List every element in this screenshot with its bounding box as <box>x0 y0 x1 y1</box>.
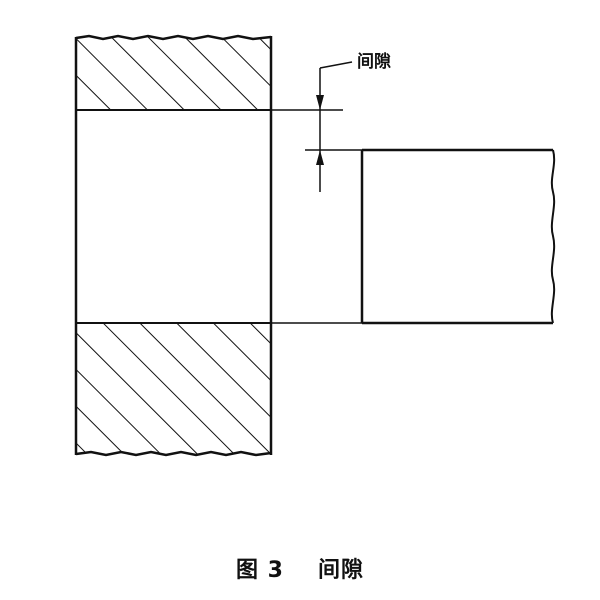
dimension-arrow-up <box>316 150 324 165</box>
inserted-part <box>360 148 556 325</box>
dimension-arrow-down <box>316 95 324 110</box>
figure-title: 间隙 <box>317 558 364 583</box>
top-hatched-section <box>75 34 272 110</box>
extension-lines <box>271 109 362 324</box>
figure-number: 图 3 <box>236 558 284 583</box>
clearance-dimension <box>316 61 353 192</box>
clearance-callout-label: 间隙 <box>357 51 391 72</box>
bottom-hatched-section <box>75 323 272 457</box>
fixed-part-outline <box>74 36 273 455</box>
figure-caption: 图 3 间隙 <box>0 552 600 584</box>
